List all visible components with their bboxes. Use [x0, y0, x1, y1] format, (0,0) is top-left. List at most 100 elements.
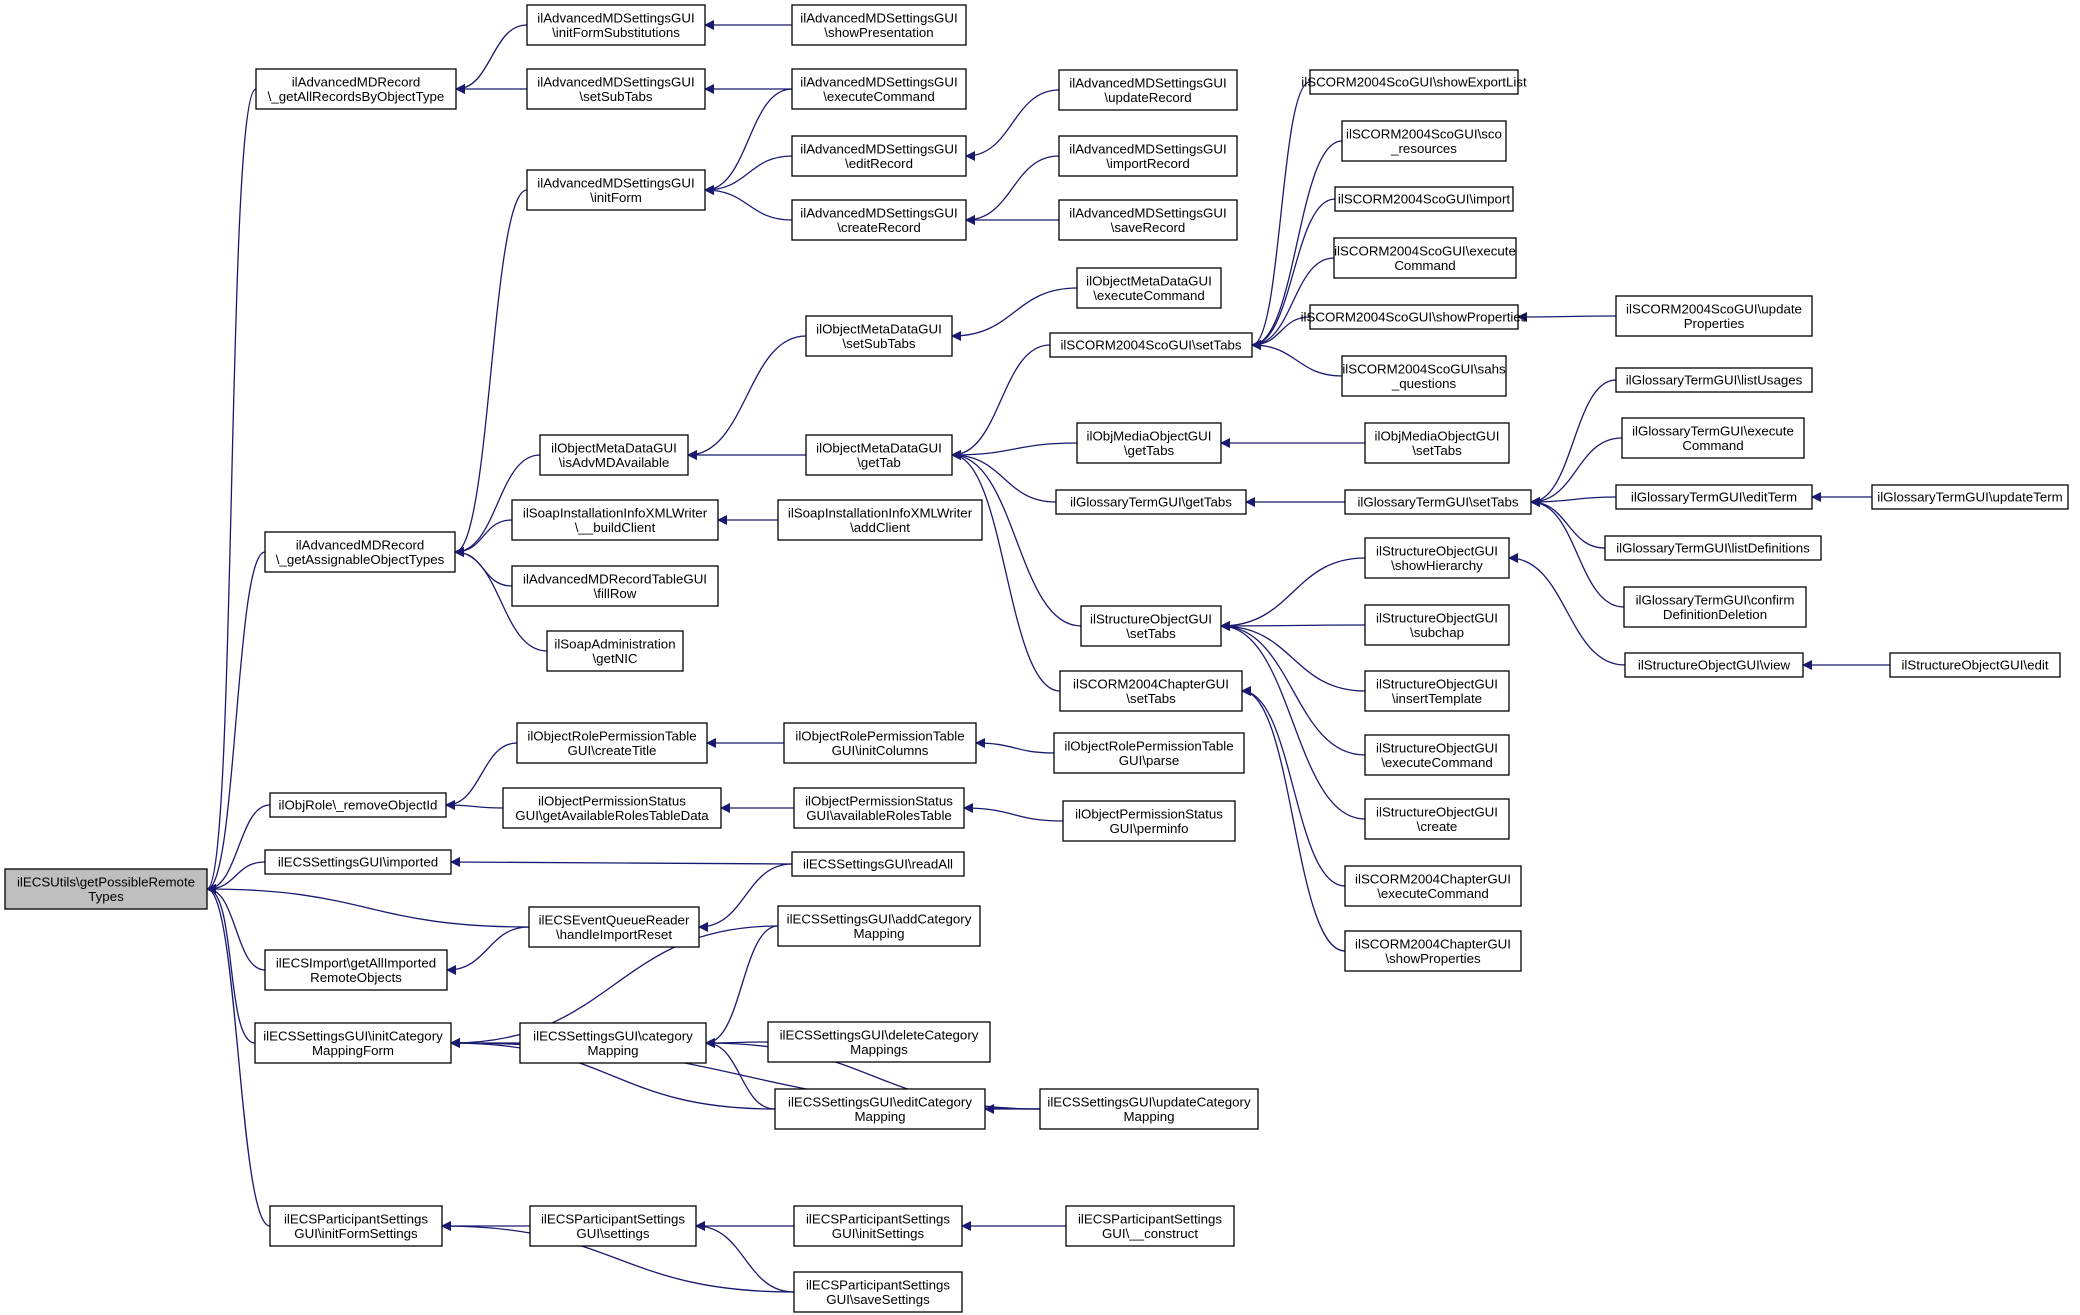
edge-sco-setTabs-to-omd-getTab: [951, 344, 1051, 460]
node-struct-exec[interactable]: ilStructureObjectGUI\executeCommand: [1364, 734, 1510, 776]
node-adv-getAll[interactable]: ilAdvancedMDRecord\_getAllRecordsByObjec…: [255, 68, 457, 110]
node-box: [1344, 930, 1522, 972]
node-gloss-updateTerm[interactable]: ilGlossaryTermGUI\updateTerm: [1871, 484, 2069, 510]
node-amds-initFormSub[interactable]: ilAdvancedMDSettingsGUI\initFormSubstitu…: [526, 4, 706, 46]
edge-ops-getAvail-to-objrole-remove: [445, 800, 504, 811]
node-adv-getAssign[interactable]: ilAdvancedMDRecord\_getAssignableObjectT…: [264, 531, 456, 573]
node-soapadm-getnic[interactable]: ilSoapAdministration\getNIC: [546, 630, 684, 672]
node-chap-showProps[interactable]: ilSCORM2004ChapterGUI\showProperties: [1344, 930, 1522, 972]
node-chap-setTabs[interactable]: ilSCORM2004ChapterGUI\setTabs: [1059, 670, 1243, 712]
node-ops-getAvail[interactable]: ilObjectPermissionStatusGUI\getAvailable…: [502, 787, 722, 829]
node-box: [805, 315, 953, 357]
node-box: [264, 949, 448, 991]
node-gloss-listDefs[interactable]: ilGlossaryTermGUI\listDefinitions: [1604, 535, 1822, 561]
node-sco-resources[interactable]: ilSCORM2004ScoGUI\sco_resources: [1341, 120, 1507, 162]
node-struct-view[interactable]: ilStructureObjectGUI\view: [1624, 652, 1804, 678]
node-soapxml-build[interactable]: ilSoapInstallationInfoXMLWriter\__buildC…: [511, 499, 719, 541]
node-sco-exec[interactable]: ilSCORM2004ScoGUI\executeCommand: [1333, 237, 1517, 279]
node-box: [1309, 304, 1519, 330]
node-box: [1344, 489, 1532, 515]
node-ecs-part-initform[interactable]: ilECSParticipantSettingsGUI\initFormSett…: [269, 1205, 443, 1247]
node-ecs-imported[interactable]: ilECSSettingsGUI\imported: [264, 849, 452, 875]
node-gloss-editTerm[interactable]: ilGlossaryTermGUI\editTerm: [1615, 484, 1813, 510]
edge: [1530, 496, 1617, 507]
node-amdrt-fill[interactable]: ilAdvancedMDRecordTableGUI\fillRow: [511, 565, 719, 607]
node-amds-importRecord[interactable]: ilAdvancedMDSettingsGUI\importRecord: [1058, 135, 1238, 177]
node-ops-availTable[interactable]: ilObjectPermissionStatusGUI\availableRol…: [793, 787, 965, 829]
node-amds-setSubTabs[interactable]: ilAdvancedMDSettingsGUI\setSubTabs: [526, 68, 706, 110]
node-box: [777, 905, 981, 947]
node-gloss-setTabs[interactable]: ilGlossaryTermGUI\setTabs: [1344, 489, 1532, 515]
node-omd-execCmd[interactable]: ilObjectMetaDataGUI\executeCommand: [1076, 267, 1222, 309]
node-gloss-exec[interactable]: ilGlossaryTermGUI\executeCommand: [1621, 417, 1805, 459]
node-struct-create[interactable]: ilStructureObjectGUI\create: [1364, 798, 1510, 840]
node-label: ilAdvancedMDRecord: [296, 537, 425, 552]
node-sco-showProps[interactable]: ilSCORM2004ScoGUI\showProperties: [1301, 304, 1528, 330]
node-objmedia-setTabs[interactable]: ilObjMediaObjectGUI\setTabs: [1364, 422, 1510, 464]
node-box: [1058, 199, 1238, 241]
node-objmedia-getTabs[interactable]: ilObjMediaObjectGUI\getTabs: [1076, 422, 1222, 464]
node-amds-showPres[interactable]: ilAdvancedMDSettingsGUI\showPresentation: [791, 4, 967, 46]
node-struct-showHier[interactable]: ilStructureObjectGUI\showHierarchy: [1364, 537, 1510, 579]
node-amds-updateRecord[interactable]: ilAdvancedMDSettingsGUI\updateRecord: [1058, 69, 1238, 111]
node-gloss-getTabs[interactable]: ilGlossaryTermGUI\getTabs: [1055, 489, 1247, 515]
node-amds-saveRecord[interactable]: ilAdvancedMDSettingsGUI\saveRecord: [1058, 199, 1238, 241]
node-sco-setTabs[interactable]: ilSCORM2004ScoGUI\setTabs: [1049, 332, 1253, 358]
node-box: [1621, 417, 1805, 459]
node-orpt-initCols[interactable]: ilObjectRolePermissionTableGUI\initColum…: [783, 722, 977, 764]
node-struct-subchap[interactable]: ilStructureObjectGUI\subchap: [1364, 604, 1510, 646]
node-ecs-readAll[interactable]: ilECSSettingsGUI\readAll: [791, 851, 965, 877]
edge-struct-subchap-to-struct-setTabs: [1220, 620, 1366, 631]
node-amds-initForm[interactable]: ilAdvancedMDSettingsGUI\initForm: [526, 169, 706, 211]
node-label: ilGlossaryTermGUI\getTabs: [1070, 495, 1232, 510]
node-amds-execCmd[interactable]: ilAdvancedMDSettingsGUI\executeCommand: [791, 68, 967, 110]
node-struct-edit[interactable]: ilStructureObjectGUI\edit: [1889, 652, 2061, 678]
edge: [454, 519, 513, 557]
node-gloss-listUsages[interactable]: ilGlossaryTermGUI\listUsages: [1615, 367, 1813, 393]
edge: [1530, 379, 1617, 507]
node-ecs-event[interactable]: ilECSEventQueueReader\handleImportReset: [528, 906, 700, 948]
node-sco-import[interactable]: ilSCORM2004ScoGUI\import: [1334, 186, 1514, 212]
node-struct-setTabs[interactable]: ilStructureObjectGUI\setTabs: [1080, 605, 1222, 647]
node-sco-sahs[interactable]: ilSCORM2004ScoGUI\sahs_questions: [1341, 355, 1507, 397]
node-label: GUI\availableRolesTable: [806, 808, 952, 823]
edge: [1530, 497, 1625, 608]
edge: [965, 89, 1060, 161]
node-label: ilECSSettingsGUI\editCategory: [788, 1094, 972, 1109]
node-box: [1076, 267, 1222, 309]
node-label: \getNIC: [592, 651, 637, 666]
node-label: \addClient: [850, 520, 910, 535]
edge-ecs-editCat-to-ecs-initcat: [450, 1038, 776, 1110]
node-sco-showExport[interactable]: ilSCORM2004ScoGUI\showExportList: [1301, 69, 1527, 95]
edge: [951, 450, 1082, 627]
node-omd-isAdv[interactable]: ilObjectMetaDataGUI\isAdvMDAvailable: [539, 434, 689, 476]
node-omd-setSubTabs[interactable]: ilObjectMetaDataGUI\setSubTabs: [805, 315, 953, 357]
node-box: [539, 434, 689, 476]
node-box: [1341, 355, 1507, 397]
node-orpt-createTitle[interactable]: ilObjectRolePermissionTableGUI\createTit…: [516, 722, 708, 764]
node-amds-createRecord[interactable]: ilAdvancedMDSettingsGUI\createRecord: [791, 199, 967, 241]
node-gloss-confirmDel[interactable]: ilGlossaryTermGUI\confirmDefinitionDelet…: [1623, 586, 1807, 628]
node-omd-getTab[interactable]: ilObjectMetaDataGUI\getTab: [805, 434, 953, 476]
node-box: [1080, 605, 1222, 647]
node-soapxml-add[interactable]: ilSoapInstallationInfoXMLWriter\addClien…: [777, 499, 983, 541]
node-amds-editRecord[interactable]: ilAdvancedMDSettingsGUI\editRecord: [791, 135, 967, 177]
node-objrole-remove[interactable]: ilObjRole\_removeObjectId: [269, 792, 447, 818]
node-chap-exec[interactable]: ilSCORM2004ChapterGUI\executeCommand: [1344, 865, 1522, 907]
node-struct-insertTpl[interactable]: ilStructureObjectGUI\insertTemplate: [1364, 670, 1510, 712]
